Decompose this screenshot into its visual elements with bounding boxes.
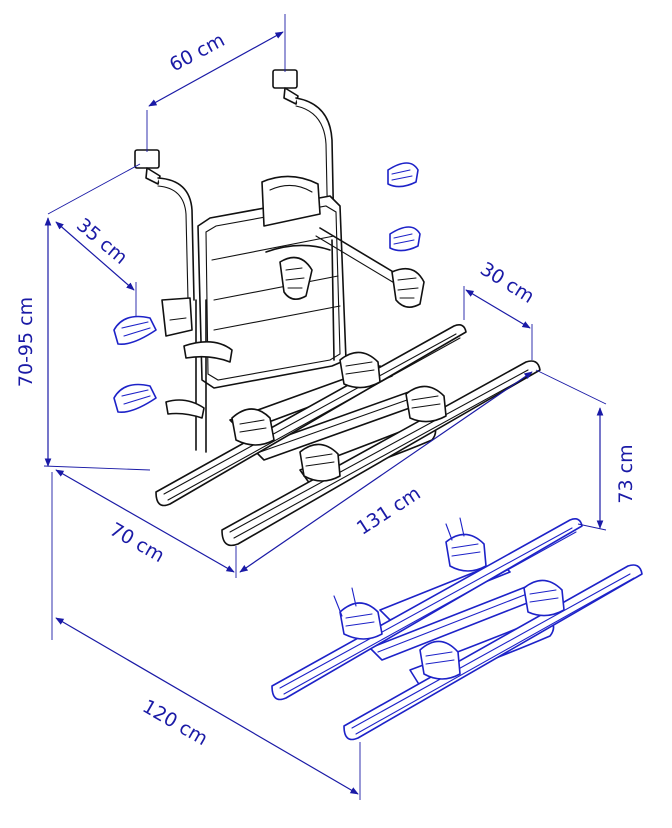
holder-arm <box>319 227 401 277</box>
dimension-120cm-line <box>55 617 359 795</box>
dimension-30cm-line <box>465 289 531 329</box>
folded-wheel-holder-4 <box>523 579 565 617</box>
folded-wheel-holder-3 <box>419 640 461 680</box>
bike-rack-folded <box>271 517 643 741</box>
strap-top <box>387 162 419 188</box>
side-plate <box>161 297 193 337</box>
dimension-35cm-line <box>55 221 135 291</box>
dimension-label-35cm: 35 cm <box>72 214 131 269</box>
strap-middle <box>389 226 421 252</box>
frame-clamp-left <box>279 256 313 300</box>
upper-arm-left <box>157 177 195 301</box>
wheel-holder-4 <box>405 385 447 423</box>
dimension-131cm-line <box>239 371 533 573</box>
lower-bracket <box>165 399 205 419</box>
folded-wheel-holder-2 <box>445 517 487 572</box>
bike-rack-main <box>113 69 541 547</box>
dimension-label-73cm: 73 cm <box>615 444 637 503</box>
strap-left-upper <box>113 315 157 346</box>
dimension-label-131cm: 131 cm <box>353 482 425 539</box>
dimension-label-60cm: 60 cm <box>166 29 229 76</box>
wheel-holder-3 <box>299 443 341 482</box>
dimension-label-30cm: 30 cm <box>476 258 538 308</box>
dimension-label-70-95cm: 70-95 cm <box>15 297 37 387</box>
wheel-holder-2 <box>339 351 381 389</box>
main-frame <box>195 175 347 453</box>
top-mount-bracket-left <box>134 149 161 185</box>
dimension-60cm-line <box>148 31 284 107</box>
dimension-label-120cm: 120 cm <box>139 695 212 750</box>
frame-clamp-right <box>391 267 425 308</box>
dimension-label-70cm: 70 cm <box>106 518 168 567</box>
folded-wheel-holder-1 <box>333 587 383 640</box>
dimension-70cm-line <box>55 469 235 573</box>
dimension-lines <box>43 14 607 800</box>
strap-left-lower <box>113 383 157 414</box>
top-mount-bracket-right <box>272 69 299 105</box>
